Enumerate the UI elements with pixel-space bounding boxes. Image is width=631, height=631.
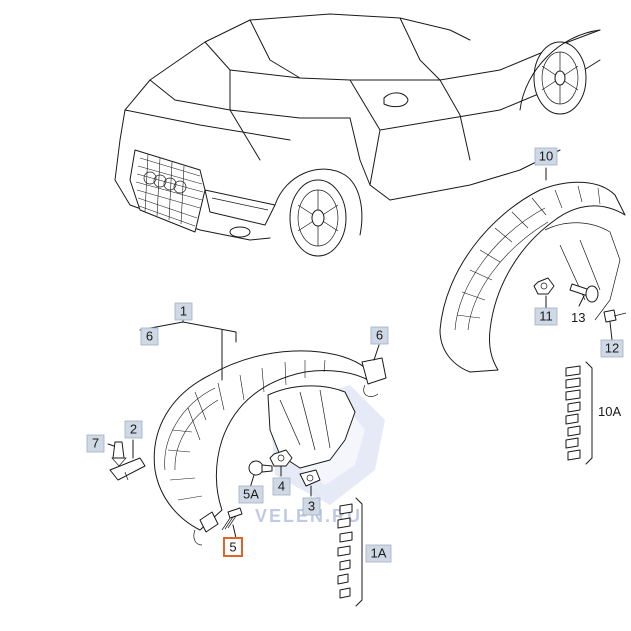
leader-lines <box>107 167 613 539</box>
callout-10A-label: 10A <box>598 404 621 419</box>
callout-5A-label: 5A <box>243 486 259 501</box>
callout-6-left[interactable]: 6 <box>140 327 159 346</box>
callout-10-label: 10 <box>539 148 553 163</box>
callout-1[interactable]: 1 <box>174 302 193 321</box>
callout-2-label: 2 <box>130 421 137 436</box>
callout-12[interactable]: 12 <box>600 339 624 358</box>
wheel-housing-liner-left <box>153 350 373 546</box>
callout-6-right[interactable]: 6 <box>370 326 389 345</box>
callout-1A[interactable]: 1A <box>365 544 392 563</box>
callout-6-right-label: 6 <box>376 327 383 342</box>
callout-5A[interactable]: 5A <box>238 485 264 504</box>
callout-5-label: 5 <box>229 539 236 554</box>
callout-3[interactable]: 3 <box>302 497 321 516</box>
wheel-housing-liner-right <box>439 181 626 373</box>
small-parts-left <box>109 357 387 607</box>
watermark-text: VELEN.RU <box>255 506 362 526</box>
callout-11-label: 11 <box>539 308 553 323</box>
callout-12-label: 12 <box>605 340 619 355</box>
callout-4[interactable]: 4 <box>272 477 291 496</box>
callout-1-label: 1 <box>180 303 187 318</box>
small-parts-right <box>533 277 627 465</box>
callout-10[interactable]: 10 <box>534 147 558 166</box>
callout-10A[interactable]: 10A <box>598 404 621 419</box>
callout-7-label: 7 <box>92 435 99 450</box>
callout-5-selected[interactable]: 5 <box>223 537 243 557</box>
callout-2[interactable]: 2 <box>124 420 143 439</box>
callout-1A-label: 1A <box>371 545 387 560</box>
callout-11[interactable]: 11 <box>534 307 558 326</box>
callout-4-label: 4 <box>278 478 285 493</box>
callout-7[interactable]: 7 <box>86 434 105 453</box>
callout-13[interactable]: 13 <box>571 310 585 325</box>
callout-6-left-label: 6 <box>146 328 153 343</box>
callout-13-label: 13 <box>571 310 585 325</box>
callout-3-label: 3 <box>308 498 315 513</box>
car-illustration <box>114 13 601 257</box>
